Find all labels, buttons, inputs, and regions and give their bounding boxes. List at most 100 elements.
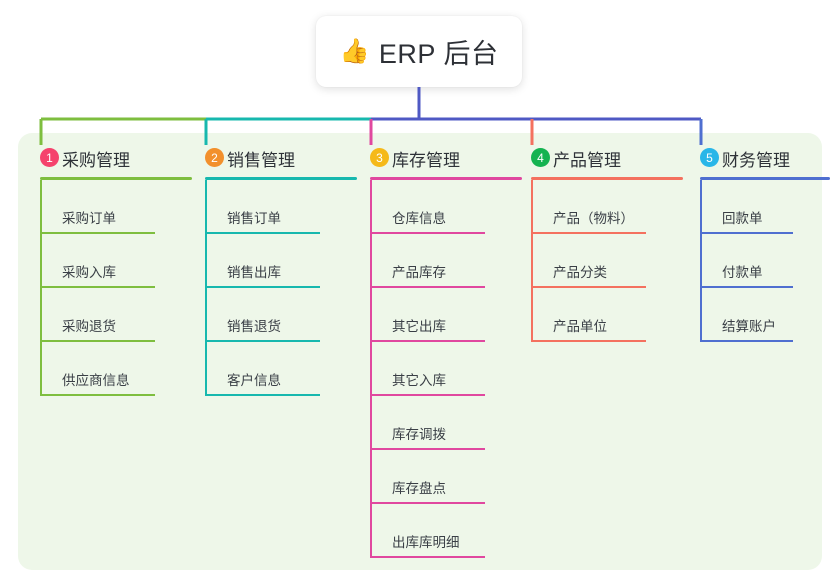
list-item[interactable]: 产品分类 — [531, 234, 683, 288]
list-item[interactable]: 销售出库 — [205, 234, 357, 288]
column-title: 财务管理 — [722, 150, 790, 170]
list-item-label: 产品库存 — [392, 265, 446, 280]
list-item-underline — [370, 556, 485, 558]
list-item-underline — [205, 286, 320, 288]
list-item-label: 采购入库 — [62, 265, 116, 280]
list-item[interactable]: 结算账户 — [700, 288, 830, 342]
list-item-label: 客户信息 — [227, 373, 281, 388]
column-trunk-line — [370, 180, 372, 558]
list-item-label: 回款单 — [722, 211, 763, 226]
list-item[interactable]: 出库库明细 — [370, 504, 522, 558]
list-item[interactable]: 采购退货 — [40, 288, 192, 342]
list-item-label: 出库库明细 — [392, 535, 460, 550]
list-item-label: 销售出库 — [227, 265, 281, 280]
column-index-badge: 3 — [370, 148, 389, 167]
list-item-label: 产品（物料） — [553, 211, 634, 226]
list-item[interactable]: 采购入库 — [40, 234, 192, 288]
list-item-label: 库存盘点 — [392, 481, 446, 496]
list-item[interactable]: 库存盘点 — [370, 450, 522, 504]
column-index-badge: 4 — [531, 148, 550, 167]
root-title-text: ERP 后台 — [378, 39, 499, 69]
list-item-label: 采购退货 — [62, 319, 116, 334]
list-item-label: 库存调拨 — [392, 427, 446, 442]
column-items-4: 产品（物料） 产品分类产品单位 — [531, 180, 683, 342]
column-header-underline — [205, 177, 357, 180]
column-trunk-line — [40, 180, 42, 396]
column-items-5: 回款单付款单结算账户 — [700, 180, 830, 342]
list-item-underline — [40, 232, 155, 234]
thumbs-up-icon: 👍 — [339, 37, 370, 65]
list-item-underline — [40, 340, 155, 342]
column-header-underline — [700, 177, 830, 180]
column-items-3: 仓库信息产品库存其它出库其它入库库存调拨库存盘点出库库明细 — [370, 180, 522, 558]
list-item[interactable]: 供应商信息 — [40, 342, 192, 396]
list-item[interactable]: 产品单位 — [531, 288, 683, 342]
column-header-underline — [370, 177, 522, 180]
list-item[interactable]: 销售订单 — [205, 180, 357, 234]
list-item-label: 其它入库 — [392, 373, 446, 388]
list-item[interactable]: 产品库存 — [370, 234, 522, 288]
list-item-underline — [700, 232, 793, 234]
list-item-underline — [700, 286, 793, 288]
column-trunk-line — [531, 180, 533, 342]
list-item-underline — [205, 232, 320, 234]
list-item-underline — [205, 340, 320, 342]
list-item-underline — [531, 232, 646, 234]
list-item-label: 供应商信息 — [62, 373, 130, 388]
list-item-label: 付款单 — [722, 265, 763, 280]
list-item[interactable]: 库存调拨 — [370, 396, 522, 450]
column-items-1: 采购订单采购入库采购退货供应商信息 — [40, 180, 192, 396]
list-item-underline — [370, 340, 485, 342]
column-title: 销售管理 — [227, 150, 295, 170]
list-item[interactable]: 回款单 — [700, 180, 830, 234]
list-item[interactable]: 付款单 — [700, 234, 830, 288]
list-item[interactable]: 其它出库 — [370, 288, 522, 342]
column-header-underline — [531, 177, 683, 180]
list-item-label: 产品单位 — [553, 319, 607, 334]
list-item-underline — [370, 502, 485, 504]
list-item-underline — [370, 286, 485, 288]
list-item-underline — [205, 394, 320, 396]
list-item[interactable]: 采购订单 — [40, 180, 192, 234]
root-title: 👍 ERP 后台 — [340, 32, 499, 71]
list-item-underline — [40, 286, 155, 288]
column-index-badge: 1 — [40, 148, 59, 167]
column-index-badge: 2 — [205, 148, 224, 167]
list-item-underline — [531, 286, 646, 288]
list-item-label: 销售退货 — [227, 319, 281, 334]
list-item-label: 其它出库 — [392, 319, 446, 334]
list-item[interactable]: 其它入库 — [370, 342, 522, 396]
list-item-underline — [370, 232, 485, 234]
list-item-label: 产品分类 — [553, 265, 607, 280]
list-item-label: 仓库信息 — [392, 211, 446, 226]
list-item-underline — [700, 340, 793, 342]
column-title: 采购管理 — [62, 150, 130, 170]
list-item[interactable]: 客户信息 — [205, 342, 357, 396]
list-item-label: 采购订单 — [62, 211, 116, 226]
list-item-label: 销售订单 — [227, 211, 281, 226]
column-title: 产品管理 — [553, 150, 621, 170]
column-header-underline — [40, 177, 192, 180]
column-trunk-line — [205, 180, 207, 396]
mindmap-panel — [18, 133, 822, 570]
root-node-card[interactable]: 👍 ERP 后台 — [316, 16, 522, 87]
list-item-underline — [40, 394, 155, 396]
list-item[interactable]: 销售退货 — [205, 288, 357, 342]
list-item[interactable]: 仓库信息 — [370, 180, 522, 234]
column-index-badge: 5 — [700, 148, 719, 167]
column-items-2: 销售订单销售出库销售退货客户信息 — [205, 180, 357, 396]
list-item-underline — [370, 448, 485, 450]
list-item-label: 结算账户 — [722, 319, 776, 334]
list-item[interactable]: 产品（物料） — [531, 180, 683, 234]
column-trunk-line — [700, 180, 702, 342]
